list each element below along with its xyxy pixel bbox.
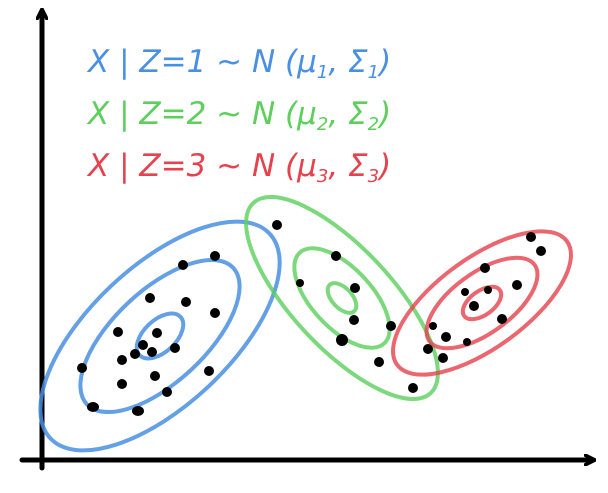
data-point bbox=[145, 293, 155, 303]
cluster-1 bbox=[38, 219, 282, 453]
cluster-2-contour-middle bbox=[292, 246, 392, 350]
data-point bbox=[512, 280, 522, 290]
data-point bbox=[272, 220, 282, 230]
cluster-3-contour-outer bbox=[391, 229, 573, 377]
data-point bbox=[461, 288, 469, 296]
data-point bbox=[296, 279, 304, 287]
cluster-2-points bbox=[272, 220, 396, 367]
data-point bbox=[150, 371, 160, 381]
data-point bbox=[423, 344, 433, 354]
data-point bbox=[408, 383, 418, 393]
data-point bbox=[429, 322, 437, 330]
data-point bbox=[386, 321, 396, 331]
cluster-1-contour-outer bbox=[38, 219, 282, 453]
cluster-2-contour-outer bbox=[244, 194, 440, 402]
data-point bbox=[204, 366, 214, 376]
data-point bbox=[87, 402, 99, 412]
data-point bbox=[210, 308, 220, 318]
legend: X | Z=1 ~ N (μ1, Σ1) X | Z=2 ~ N (μ2, Σ2… bbox=[86, 44, 391, 187]
data-point bbox=[463, 338, 471, 346]
data-point bbox=[350, 283, 360, 293]
data-point bbox=[113, 327, 123, 337]
data-point bbox=[181, 297, 191, 307]
cluster-3-contour-middle bbox=[424, 255, 540, 351]
data-point bbox=[162, 387, 172, 397]
data-point bbox=[441, 332, 451, 342]
data-point bbox=[117, 355, 127, 365]
data-point bbox=[77, 363, 87, 373]
data-point bbox=[526, 232, 536, 242]
data-point bbox=[130, 349, 140, 359]
data-point bbox=[152, 328, 162, 338]
data-point bbox=[374, 357, 384, 367]
cluster-2-contour-inner bbox=[325, 281, 359, 315]
data-point bbox=[497, 314, 507, 324]
cluster-3 bbox=[391, 229, 573, 377]
cluster-3-contour-inner bbox=[460, 284, 504, 322]
data-point bbox=[331, 251, 341, 261]
data-point bbox=[117, 379, 127, 389]
cluster-2 bbox=[244, 194, 440, 402]
data-point bbox=[438, 353, 448, 363]
cluster-1-points bbox=[77, 251, 220, 416]
legend-eq-1: X | Z=1 ~ N (μ1, Σ1) bbox=[86, 44, 391, 83]
legend-eq-3: X | Z=3 ~ N (μ3, Σ3) bbox=[86, 148, 391, 187]
data-point bbox=[170, 343, 180, 353]
data-point bbox=[138, 340, 148, 350]
cluster-3-points bbox=[408, 232, 546, 393]
data-point bbox=[480, 263, 490, 273]
data-point bbox=[484, 286, 492, 294]
legend-eq-2: X | Z=2 ~ N (μ2, Σ2) bbox=[86, 96, 391, 135]
data-point bbox=[469, 301, 479, 311]
data-point bbox=[178, 260, 188, 270]
data-point bbox=[336, 334, 348, 346]
data-point bbox=[536, 246, 546, 256]
data-point bbox=[210, 251, 220, 261]
data-point bbox=[349, 315, 359, 325]
data-point bbox=[147, 347, 157, 357]
data-point bbox=[132, 406, 144, 416]
cluster-1-contour-middle bbox=[78, 257, 242, 415]
